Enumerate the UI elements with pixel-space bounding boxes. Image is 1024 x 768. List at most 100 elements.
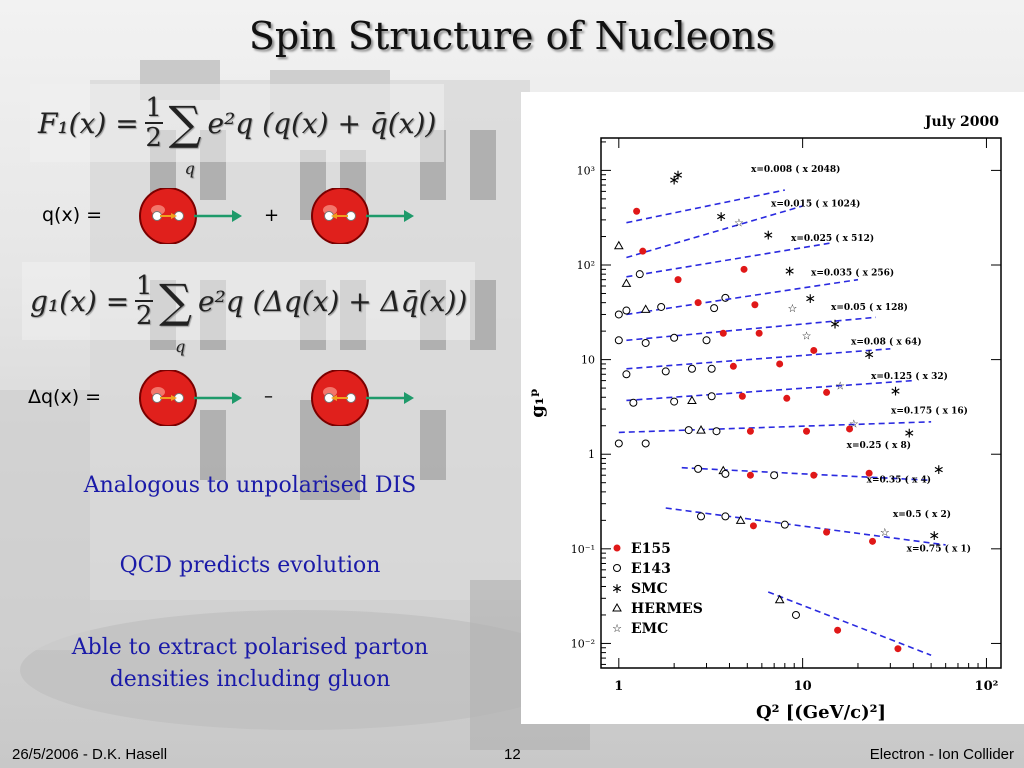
- bullet-qcd-evolution: QCD predicts evolution: [119, 553, 381, 578]
- bin-label: x=0.175 ( x 16): [891, 406, 968, 417]
- legend-marker: [612, 602, 622, 612]
- data-point-e143: [697, 512, 706, 521]
- bin-label: x=0.08 ( x 64): [851, 337, 922, 348]
- data-point-e143: [641, 439, 650, 448]
- fit-line: [626, 316, 876, 342]
- data-point-hermes: [621, 278, 632, 287]
- data-point-e143: [687, 364, 696, 373]
- data-point-hermes: [696, 425, 706, 434]
- data-point-emc: ☆: [849, 418, 859, 431]
- data-point-e155: [810, 471, 818, 479]
- equation-f1-numerator: 1: [145, 93, 162, 123]
- bin-label: x=0.75 ( x 1): [907, 544, 971, 555]
- data-point-e155: [823, 388, 831, 396]
- legend-marker: ∗: [611, 581, 623, 597]
- data-point-e143: [670, 397, 679, 406]
- data-point-emc: ☆: [802, 329, 812, 342]
- sum-symbol: ∑q: [159, 278, 192, 356]
- slide-title: Spin Structure of Nucleons: [248, 14, 776, 58]
- data-point-e143: [770, 471, 779, 480]
- footer-date-author: 26/5/2006 - D.K. Hasell: [12, 746, 168, 763]
- data-point-smc: ∗: [890, 384, 902, 400]
- x-tick-label: 10²: [975, 679, 999, 694]
- data-point-smc: ∗: [928, 528, 940, 544]
- fit-line: [626, 278, 859, 316]
- qx-label: q(x) =: [42, 204, 103, 226]
- bin-label: x=0.015 ( x 1024): [771, 199, 860, 210]
- data-point-emc: ☆: [787, 302, 797, 315]
- data-point-e155: [751, 301, 759, 309]
- chart-title: July 2000: [923, 114, 999, 130]
- data-point-e143: [780, 520, 789, 529]
- data-point-e143: [694, 464, 703, 473]
- equation-g1-denominator: 2: [135, 301, 153, 331]
- fit-line: [618, 421, 932, 434]
- data-point-hermes: [774, 594, 785, 604]
- y-tick-label: 10²: [577, 259, 595, 272]
- equation-f1-fraction: 1 2: [144, 93, 163, 153]
- bin-label: x=0.035 ( x 256): [811, 268, 894, 279]
- fit-line: [626, 189, 785, 224]
- data-point-e155: [776, 360, 784, 368]
- bin-label: x=0.125 ( x 32): [871, 371, 948, 382]
- data-point-e143: [684, 426, 693, 435]
- fit-line: [626, 379, 914, 402]
- data-point-e143: [641, 338, 650, 347]
- data-point-hermes: [687, 395, 697, 404]
- data-point-e155: [823, 528, 831, 536]
- data-point-e155: [674, 276, 682, 284]
- data-point-smc: ∗: [672, 168, 684, 184]
- data-point-smc: ∗: [784, 263, 796, 279]
- data-point-e155: [749, 522, 757, 530]
- dqx-operator: –: [264, 386, 273, 407]
- data-point-e143: [791, 610, 800, 619]
- legend-label: E155: [631, 541, 671, 557]
- y-tick-label: 10³: [577, 164, 595, 177]
- sum-index: q: [184, 159, 195, 178]
- x-axis-label: Q² [(GeV/c)²]: [756, 702, 886, 723]
- data-point-emc: ☆: [734, 217, 744, 230]
- y-axis-label: g₁ᵖ: [527, 388, 548, 417]
- plot-frame: [600, 137, 1002, 669]
- data-point-e143: [661, 367, 670, 376]
- bin-label: x=0.35 ( x 4): [867, 475, 931, 486]
- data-point-e143: [712, 427, 721, 436]
- legend-marker: [613, 544, 621, 552]
- fit-line: [626, 348, 891, 370]
- equation-g1-rhs: e²q (Δq(x) + Δq̄(x)): [198, 284, 468, 318]
- data-point-smc: ∗: [762, 228, 774, 244]
- data-point-e155: [894, 645, 902, 653]
- data-point-e143: [710, 304, 719, 313]
- x-tick-label: 10: [794, 679, 812, 694]
- fit-line: [626, 242, 830, 278]
- equation-f1-denominator: 2: [145, 123, 162, 153]
- y-tick-label: 1: [588, 448, 595, 461]
- data-point-smc: ∗: [933, 462, 945, 478]
- data-point-e155: [694, 299, 702, 307]
- legend-marker: ☆: [612, 622, 622, 635]
- x-tick-label: 1: [614, 679, 623, 694]
- data-point-e155: [755, 329, 763, 337]
- data-point-e143: [721, 293, 730, 302]
- data-point-e155: [783, 394, 791, 402]
- fit-line: [626, 205, 803, 259]
- data-point-smc: ∗: [829, 317, 841, 333]
- data-point-e143: [622, 370, 631, 379]
- data-point-emc: ☆: [880, 526, 890, 539]
- data-point-e143: [721, 512, 730, 521]
- data-point-e155: [740, 265, 748, 273]
- bin-label: x=0.008 ( x 2048): [751, 164, 840, 175]
- legend-marker: [613, 564, 621, 572]
- equation-f1-lhs: F₁(x) =: [38, 106, 139, 140]
- data-point-e155: [729, 362, 737, 370]
- data-point-hermes: [613, 240, 624, 250]
- data-point-e143: [622, 306, 631, 315]
- data-point-e155: [810, 346, 818, 354]
- data-point-smc: ∗: [715, 209, 727, 225]
- legend-label: EMC: [631, 621, 668, 637]
- data-point-e155: [746, 471, 754, 479]
- sum-index: q: [175, 337, 186, 356]
- bullet-polarised-densities: Able to extract polarised parton densiti…: [71, 635, 429, 692]
- bin-label: x=0.05 ( x 128): [831, 302, 908, 313]
